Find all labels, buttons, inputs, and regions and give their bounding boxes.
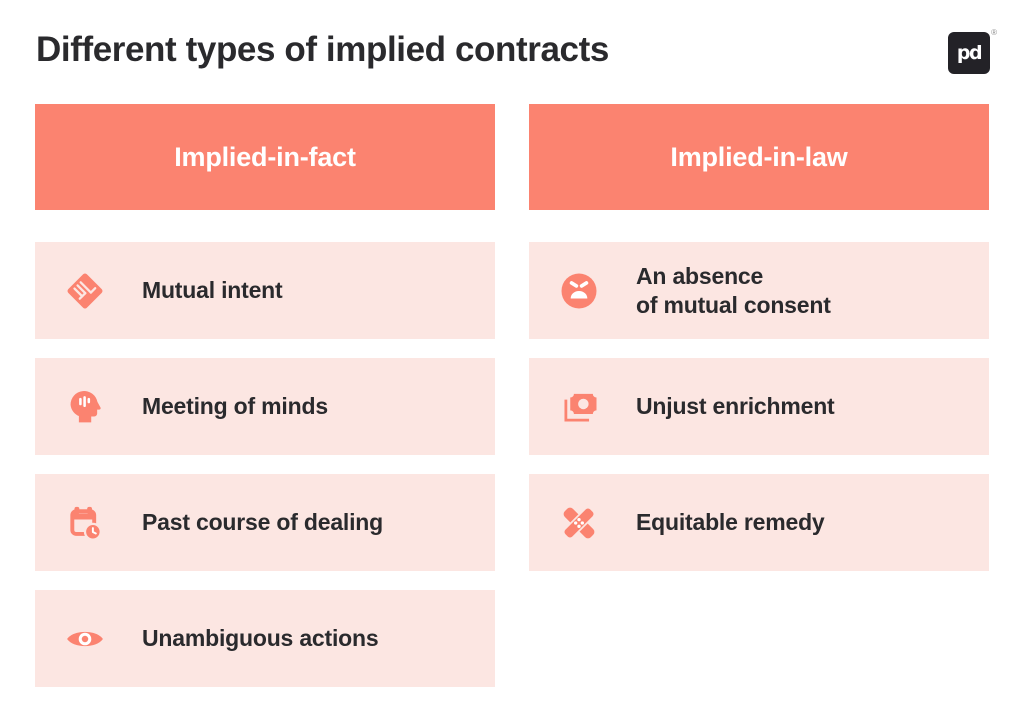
- pandadoc-logo-text: pd: [956, 42, 983, 64]
- meeting-of-minds-icon: [64, 386, 106, 428]
- angry-face-icon: [558, 270, 600, 312]
- page-title: Different types of implied contracts: [36, 30, 609, 69]
- bandage-icon: [558, 502, 600, 544]
- banknote-icon: [558, 386, 600, 428]
- row-label: Unjust enrichment: [636, 393, 835, 420]
- list-item: Meeting of minds: [35, 358, 495, 455]
- row-label: Unambiguous actions: [142, 625, 379, 652]
- list-item: Unambiguous actions: [35, 590, 495, 687]
- column-implied-in-law: Implied-in-law An absence of mutual cons…: [529, 104, 989, 687]
- calendar-clock-icon: [64, 502, 106, 544]
- eye-icon: [64, 618, 106, 660]
- row-label: An absence of mutual consent: [636, 263, 831, 318]
- row-label: Meeting of minds: [142, 393, 328, 420]
- column-header: Implied-in-law: [529, 104, 989, 210]
- handshake-icon: [64, 270, 106, 312]
- list-item: An absence of mutual consent: [529, 242, 989, 339]
- column-implied-in-fact: Implied-in-fact: [35, 104, 495, 687]
- list-item: Mutual intent: [35, 242, 495, 339]
- list-item: Past course of dealing: [35, 474, 495, 571]
- list-item: Unjust enrichment: [529, 358, 989, 455]
- pandadoc-logo: pd ®: [948, 28, 997, 74]
- registered-mark: ®: [991, 28, 997, 37]
- row-label: Equitable remedy: [636, 509, 825, 536]
- row-label: Past course of dealing: [142, 509, 383, 536]
- columns-container: Implied-in-fact: [35, 104, 989, 687]
- row-label: Mutual intent: [142, 277, 283, 304]
- list-item: Equitable remedy: [529, 474, 989, 571]
- column-header: Implied-in-fact: [35, 104, 495, 210]
